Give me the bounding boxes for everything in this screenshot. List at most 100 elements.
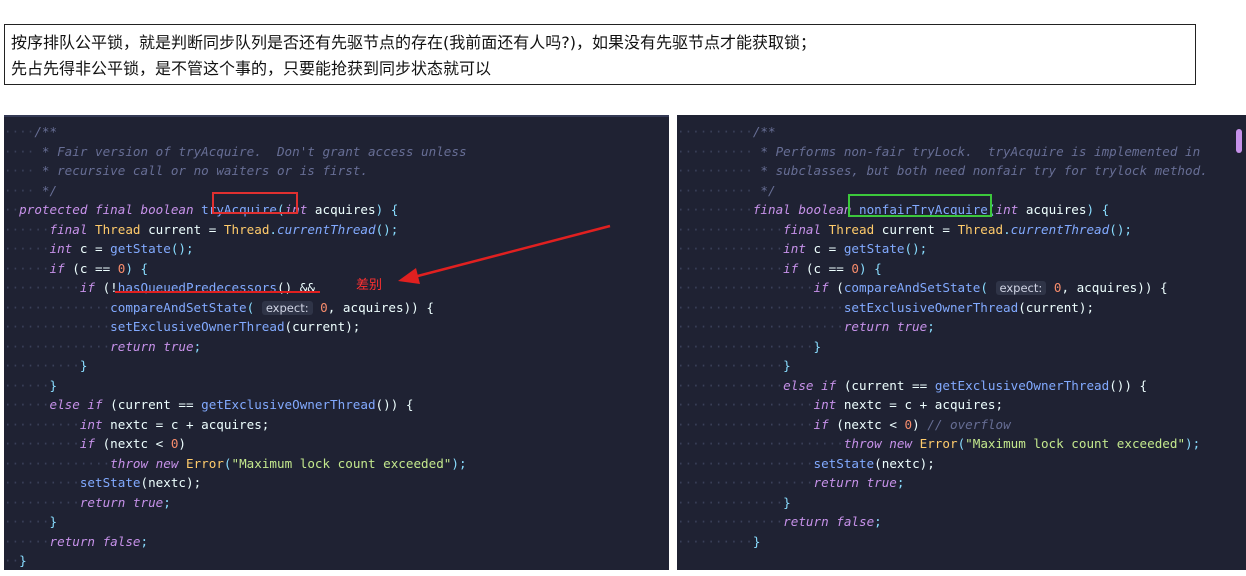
keyword: return xyxy=(49,533,103,549)
code-line: ··················return true; xyxy=(677,475,905,490)
code-line: ······················setExclusiveOwnerT… xyxy=(677,299,1095,315)
scrollbar-thumb[interactable] xyxy=(1236,129,1242,153)
keyword: return xyxy=(110,338,164,354)
expr: (nextc); xyxy=(874,455,935,471)
expr: , acquires)) { xyxy=(327,299,434,315)
expr: (current == xyxy=(836,377,935,393)
code-line: ··········} xyxy=(4,358,88,373)
punct: ; xyxy=(193,338,202,354)
code-line: ··············compareAndSetState( expect… xyxy=(4,299,434,315)
code-line: ······if (c == 0) { xyxy=(4,260,149,276)
code-line: ··············return false; xyxy=(677,514,882,529)
right-code-editor: ··········/** ·········· * Performs non-… xyxy=(677,115,1246,570)
type: Thread xyxy=(828,221,875,237)
keyword: true xyxy=(163,338,194,354)
comment: // overflow xyxy=(927,416,1011,432)
code-line: ··················} xyxy=(677,338,822,354)
left-code-editor: ····/** ···· * Fair version of tryAcquir… xyxy=(4,115,669,570)
punct: ; xyxy=(163,494,171,510)
punct: (); xyxy=(170,241,194,256)
keyword: final xyxy=(783,221,829,237)
code-line: ··············} xyxy=(677,358,791,373)
expr: (nextc < xyxy=(828,416,905,432)
keyword: int xyxy=(79,416,103,432)
comment: * Fair version of tryAcquire. Don't gran… xyxy=(34,143,467,159)
keyword: final boolean xyxy=(752,202,859,217)
number: 0 xyxy=(851,260,859,276)
code-line: ··············int c = getState(); xyxy=(677,241,928,256)
keyword: int xyxy=(995,202,1019,217)
string: "Maximum lock count exceeded" xyxy=(231,455,452,471)
keyword: return xyxy=(813,475,867,490)
code-line: ······} xyxy=(4,377,58,393)
explanation-note: 按序排队公平锁，就是判断同步队列是否还有先驱节点的存在(我前面还有人吗?)，如果… xyxy=(4,24,1196,85)
code-line: ······return false; xyxy=(4,533,149,549)
expr: (current); xyxy=(1018,299,1095,315)
expr: ()) { xyxy=(1109,377,1148,393)
number: 0 xyxy=(117,260,126,276)
nonfairtryacquire-highlight-box xyxy=(848,194,992,217)
code-line: ······················throw new Error("M… xyxy=(677,436,1201,451)
punct: (); xyxy=(375,221,399,237)
keyword: int xyxy=(813,397,837,412)
punct: . xyxy=(1003,221,1011,237)
code-line: ·········· * subclasses, but both need n… xyxy=(677,163,1208,178)
code-line: ······················return true; xyxy=(677,319,935,334)
fn: getState xyxy=(110,241,171,256)
nonfair-tryacquire-code: ··········/** ·········· * Performs non-… xyxy=(677,122,1246,551)
code-line: ··············throw new Error("Maximum l… xyxy=(4,455,467,471)
punct: ; xyxy=(896,475,905,490)
code-line: ··············final Thread current = Thr… xyxy=(677,221,1132,237)
code-line: ··············} xyxy=(677,494,791,510)
punct: } xyxy=(49,377,58,393)
fn: getState xyxy=(843,241,905,256)
code-line: ··············setExclusiveOwnerThread(cu… xyxy=(4,319,361,334)
code-line: ······} xyxy=(4,514,58,529)
fn: getExclusiveOwnerThread xyxy=(934,377,1110,393)
number: 0 xyxy=(1046,280,1062,295)
fn: setExclusiveOwnerThread xyxy=(843,299,1019,315)
fn: currentThread xyxy=(1010,221,1110,237)
param: acquires xyxy=(307,202,376,217)
keyword: if xyxy=(79,436,95,451)
keyword: false xyxy=(836,514,875,529)
param: acquires xyxy=(1018,202,1087,217)
expr: (nextc); xyxy=(140,475,202,490)
fn: compareAndSetState xyxy=(110,299,247,315)
fn: setState xyxy=(813,455,875,471)
note-line-2: 先占先得非公平锁，是不管这个事的，只要能抢获到同步状态就可以 xyxy=(11,59,492,78)
punct: ) { xyxy=(859,260,882,276)
keyword: if xyxy=(79,280,95,295)
var: current = xyxy=(140,221,224,237)
keyword: else if xyxy=(49,397,103,412)
note-line-1: 按序排队公平锁，就是判断同步队列是否还有先驱节点的存在(我前面还有人吗?)，如果… xyxy=(11,33,816,52)
code-line: ··········int nextc = c + acquires; xyxy=(4,416,270,432)
method-name-nonfairtryacquire: nonfairTryAcquire xyxy=(858,202,988,217)
code-line: ··················int nextc = c + acquir… xyxy=(677,397,1004,412)
expr: nextc = c + acquires; xyxy=(102,416,270,432)
code-line: ··············return true; xyxy=(4,338,202,354)
keyword: protected final boolean xyxy=(19,202,202,217)
code-line: ··········final boolean nonfairTryAcquir… xyxy=(677,202,1110,217)
code-line: ······final Thread current = Thread.curr… xyxy=(4,221,399,237)
var: c = xyxy=(805,241,844,256)
punct: } xyxy=(79,358,88,373)
code-line: ··················if (compareAndSetState… xyxy=(677,280,1168,295)
punct: (); xyxy=(1109,221,1132,237)
keyword: true xyxy=(896,319,928,334)
punct: ( xyxy=(223,455,232,471)
code-line: ······else if (current == getExclusiveOw… xyxy=(4,397,414,412)
keyword: true xyxy=(132,494,164,510)
code-line: ·········· * Performs non-fair tryLock. … xyxy=(677,143,1201,159)
punct: } xyxy=(813,338,822,354)
punct: (); xyxy=(904,241,928,256)
hasqueuedpredecessors-underline xyxy=(115,291,320,293)
fn: setState xyxy=(79,475,141,490)
punct: ); xyxy=(451,455,467,471)
expr: ) xyxy=(912,416,928,432)
keyword: if xyxy=(813,280,829,295)
var: current = xyxy=(874,221,958,237)
expr: (nextc < xyxy=(95,436,171,451)
type: Thread xyxy=(957,221,1004,237)
